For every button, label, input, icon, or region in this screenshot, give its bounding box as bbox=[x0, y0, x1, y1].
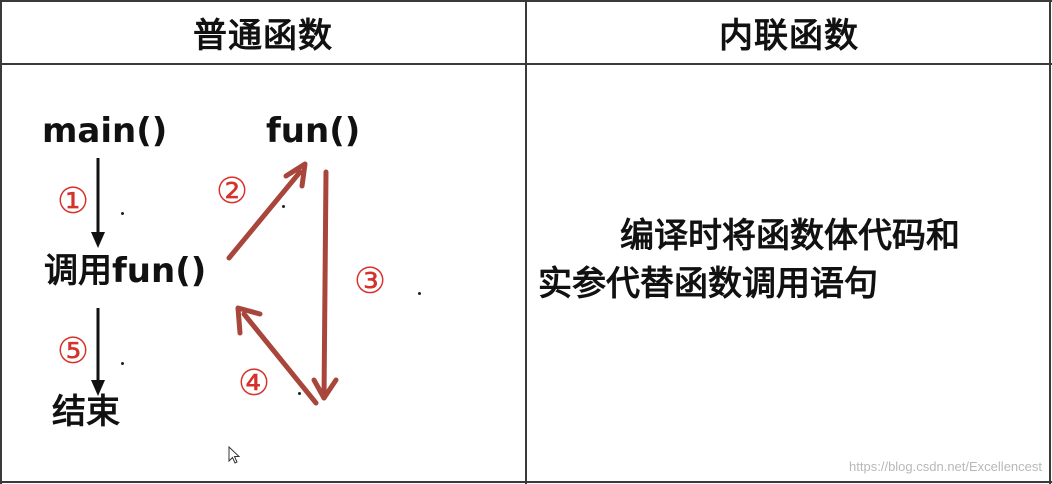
source-watermark: https://blog.csdn.net/Excellencest bbox=[849, 459, 1042, 474]
step-2-marker: ② bbox=[215, 171, 249, 212]
arrow-fun-execute-down bbox=[311, 169, 339, 401]
description-line-2: 实参代替函数调用语句 bbox=[538, 264, 878, 304]
arrow-main-to-call bbox=[91, 158, 105, 248]
fun-label: fun() bbox=[266, 111, 361, 151]
call-fun-label: 调用fun() bbox=[44, 251, 207, 291]
arrow-return-to-caller bbox=[235, 305, 319, 406]
arrow-call-to-fun bbox=[226, 161, 308, 261]
main-call-label: main() bbox=[42, 111, 168, 151]
step-5-marker: ⑤ bbox=[56, 331, 90, 372]
stray-dot bbox=[282, 205, 285, 208]
header-inline-function: 内联函数 bbox=[719, 15, 859, 56]
stray-dot bbox=[121, 362, 124, 365]
stray-dot bbox=[298, 392, 301, 395]
stray-dot bbox=[121, 212, 124, 215]
description-line-1: 编译时将函数体代码和 bbox=[620, 216, 960, 256]
step-3-marker: ③ bbox=[353, 261, 387, 302]
step-1-marker: ① bbox=[56, 181, 90, 222]
end-label: 结束 bbox=[52, 392, 120, 432]
step-4-marker: ④ bbox=[237, 363, 271, 404]
arrow-call-to-end bbox=[91, 308, 105, 396]
mouse-pointer-icon bbox=[228, 446, 241, 464]
stray-dot bbox=[418, 292, 421, 295]
header-normal-function: 普通函数 bbox=[193, 15, 333, 56]
inline-function-description: 编译时将函数体代码和 实参代替函数调用语句 bbox=[538, 212, 1043, 308]
